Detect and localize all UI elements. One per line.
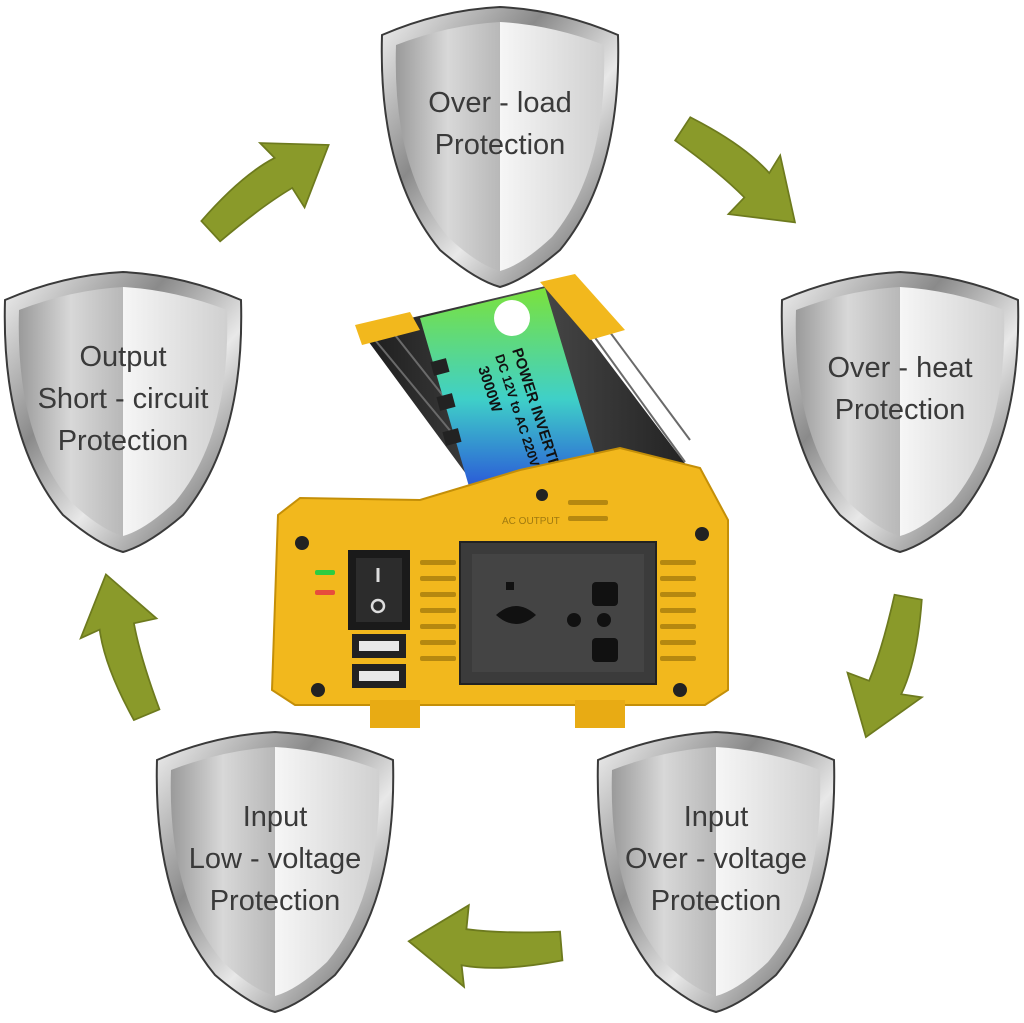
arrow-icon [831, 585, 948, 750]
shield-label-line: Input [243, 801, 308, 833]
shield-label-line: Over - heat [827, 352, 972, 384]
shield-label-line: Protection [435, 129, 566, 161]
shield-label-line: Short - circuit [38, 383, 209, 415]
shield-label-line: Protection [210, 885, 341, 917]
shield-label-line: Protection [651, 885, 782, 917]
logo-circle [494, 300, 530, 336]
arrow-icon [407, 904, 564, 988]
shield-label-line: Over - load [428, 87, 571, 119]
arrow-icon [184, 109, 351, 264]
shield-label-line: Input [684, 801, 749, 833]
shield-label-line: Over - voltage [625, 843, 807, 875]
led-red [315, 590, 335, 595]
shield-label-line: Low - voltage [189, 843, 362, 875]
shield-label-line: Protection [835, 394, 966, 426]
led-green [315, 570, 335, 575]
shield-label-line: Protection [58, 425, 189, 457]
arrow-icon [63, 562, 186, 729]
shield-label-line: Output [79, 341, 166, 373]
power-inverter-image: POWER INVERTER DC 12V to AC 220V 3000W A… [270, 274, 729, 728]
arrow-icon [656, 96, 823, 251]
output-label: AC OUTPUT [502, 516, 560, 527]
